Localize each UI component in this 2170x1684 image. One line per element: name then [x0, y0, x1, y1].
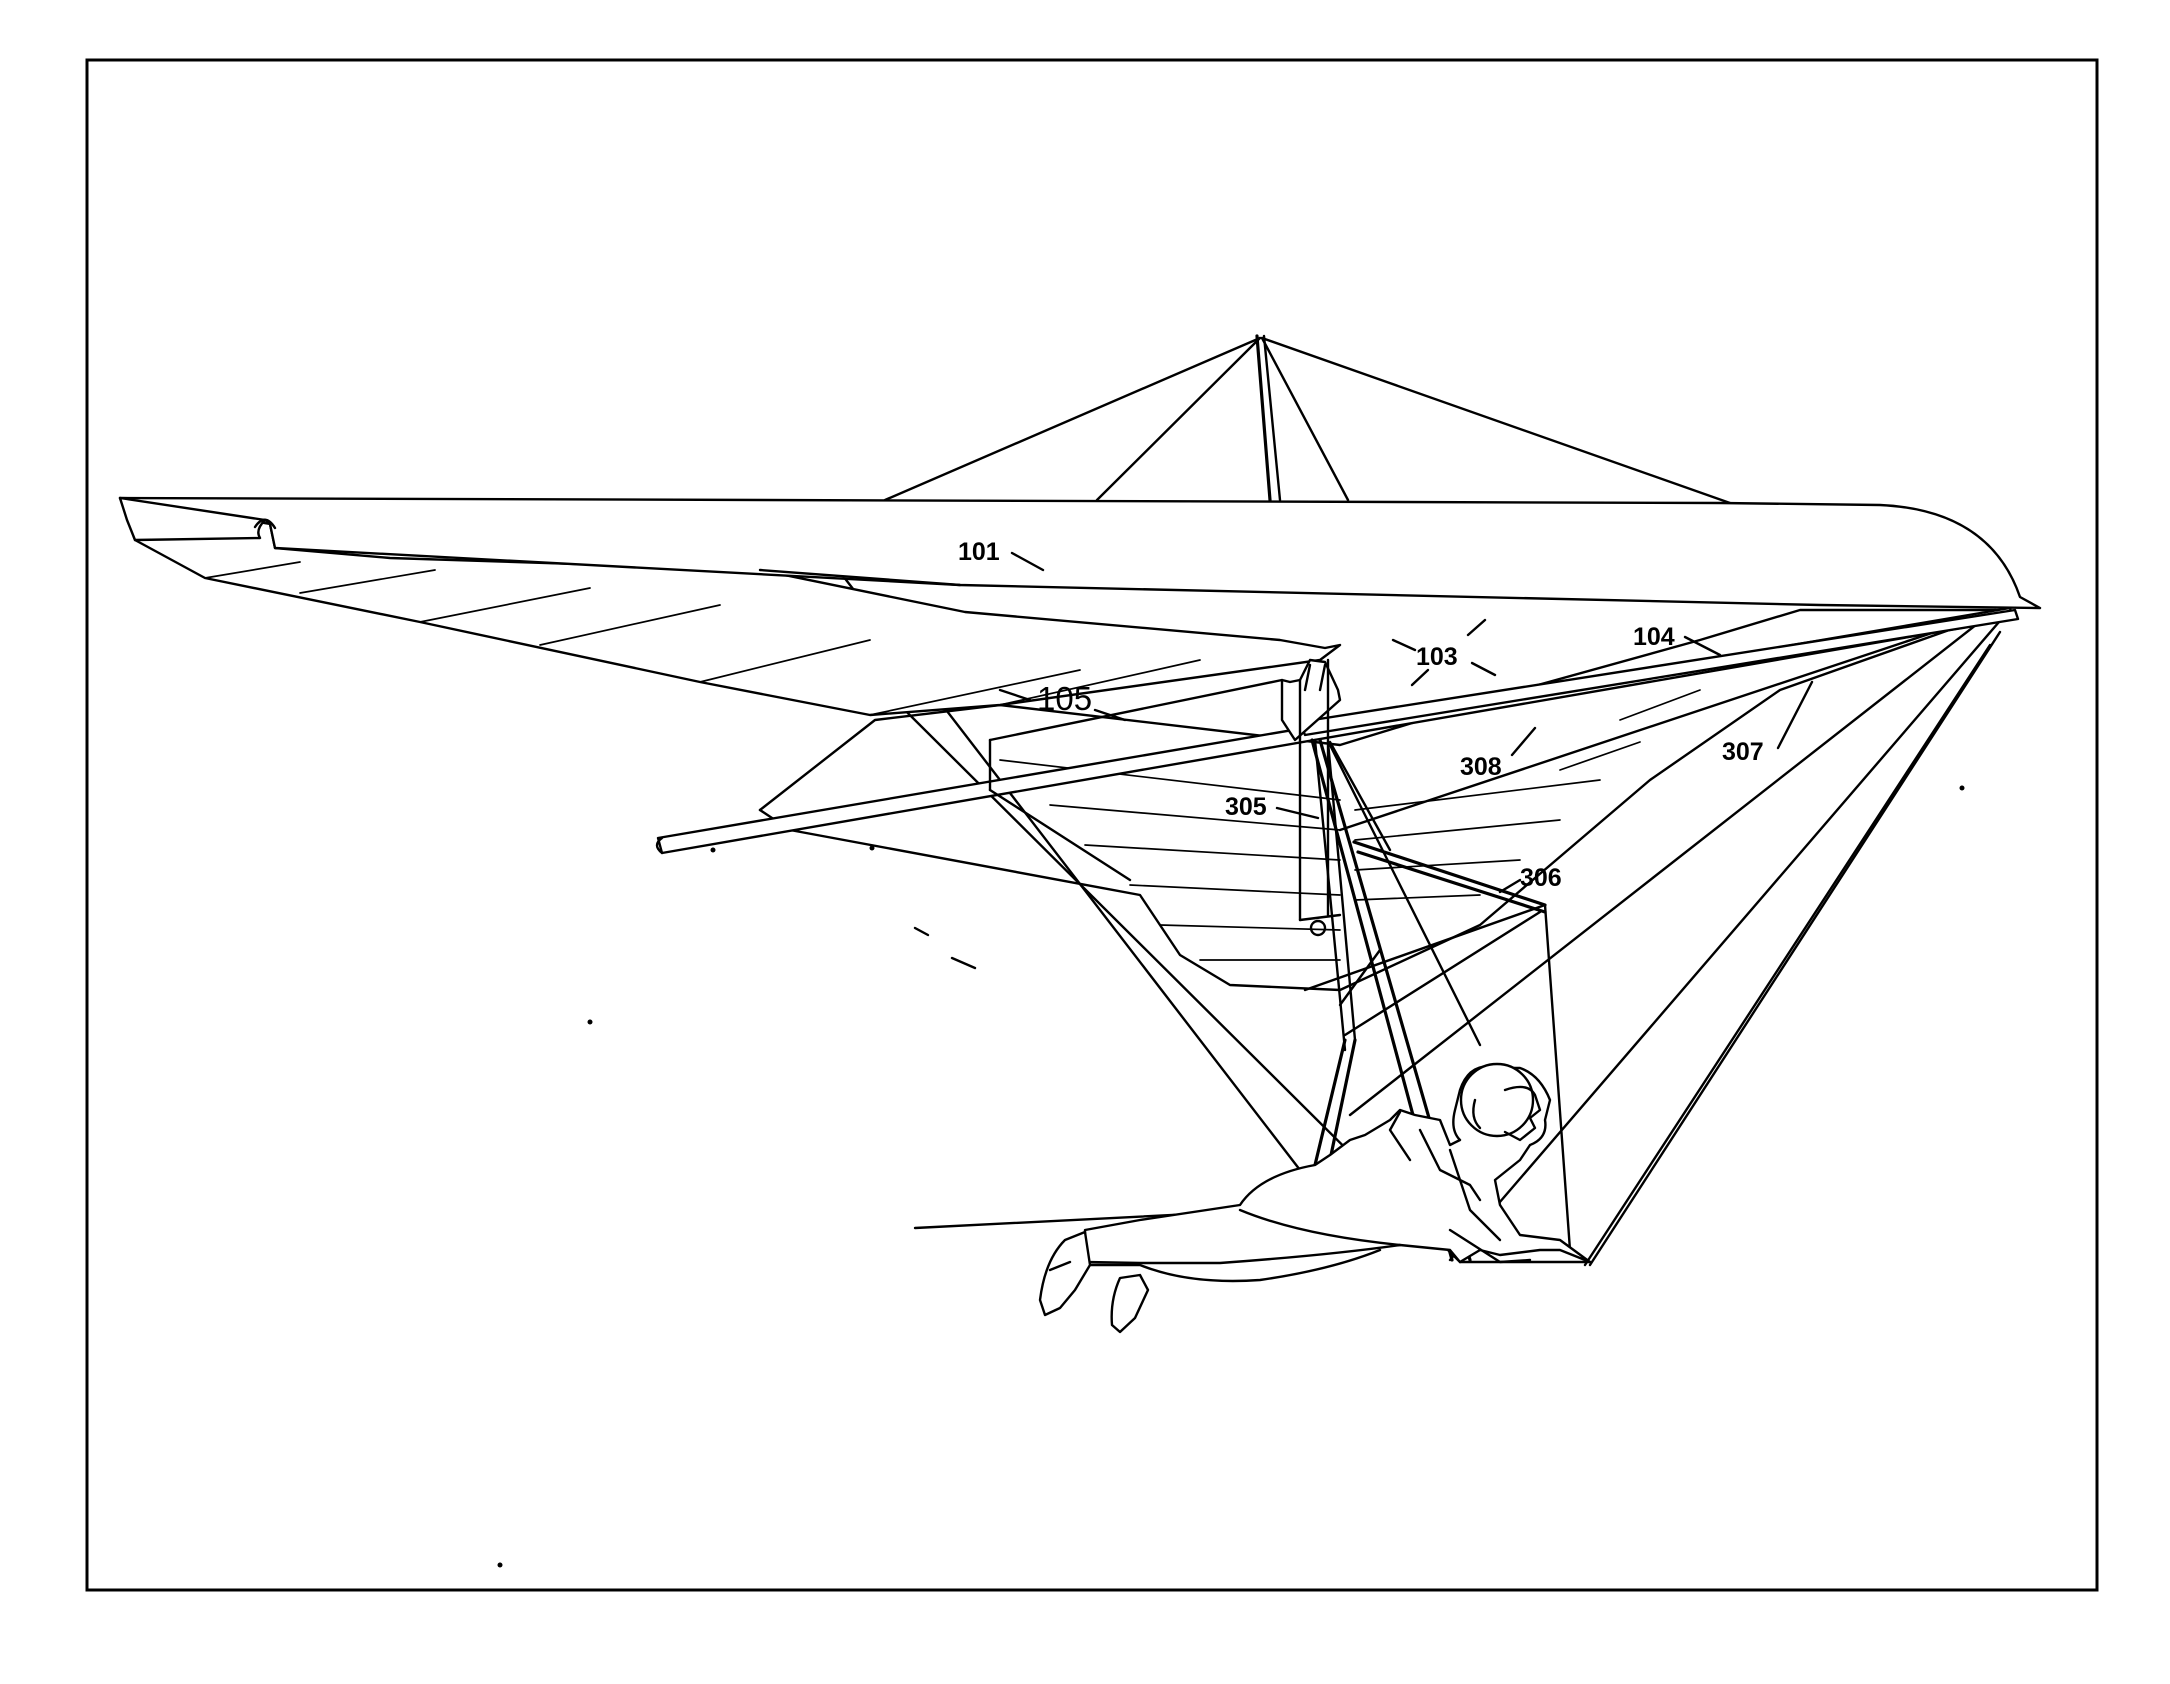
label-105: 105	[1037, 680, 1092, 717]
leader-105-a	[998, 688, 1032, 702]
reference-labels: 101 103 104 105 305 306 307 308	[958, 538, 1814, 894]
leader-307	[1776, 680, 1814, 750]
label-104: 104	[1633, 623, 1675, 651]
leader-105-b	[1093, 708, 1127, 722]
leader-308	[1510, 726, 1537, 757]
leader-101	[1010, 551, 1045, 572]
label-305: 305	[1225, 793, 1267, 821]
label-306: 306	[1520, 864, 1562, 892]
label-308: 308	[1460, 753, 1502, 781]
label-101: 101	[958, 538, 1000, 566]
leader-103-b	[1466, 618, 1487, 637]
wing-trailing-edge	[758, 568, 1132, 882]
stray-marks	[497, 785, 1965, 1568]
leader-103-c	[1470, 661, 1497, 677]
leader-103-a	[1391, 638, 1417, 652]
leader-305	[1275, 806, 1320, 820]
pilot	[1038, 1062, 1592, 1334]
figure-border	[85, 58, 2099, 1592]
label-103: 103	[1416, 643, 1458, 671]
leader-103-d	[1410, 668, 1430, 687]
label-307: 307	[1722, 738, 1764, 766]
leader-104	[1683, 635, 1722, 657]
leader-306	[1498, 878, 1522, 894]
king-post-rigging	[883, 334, 1732, 505]
leading-edge-tube	[118, 496, 2042, 610]
